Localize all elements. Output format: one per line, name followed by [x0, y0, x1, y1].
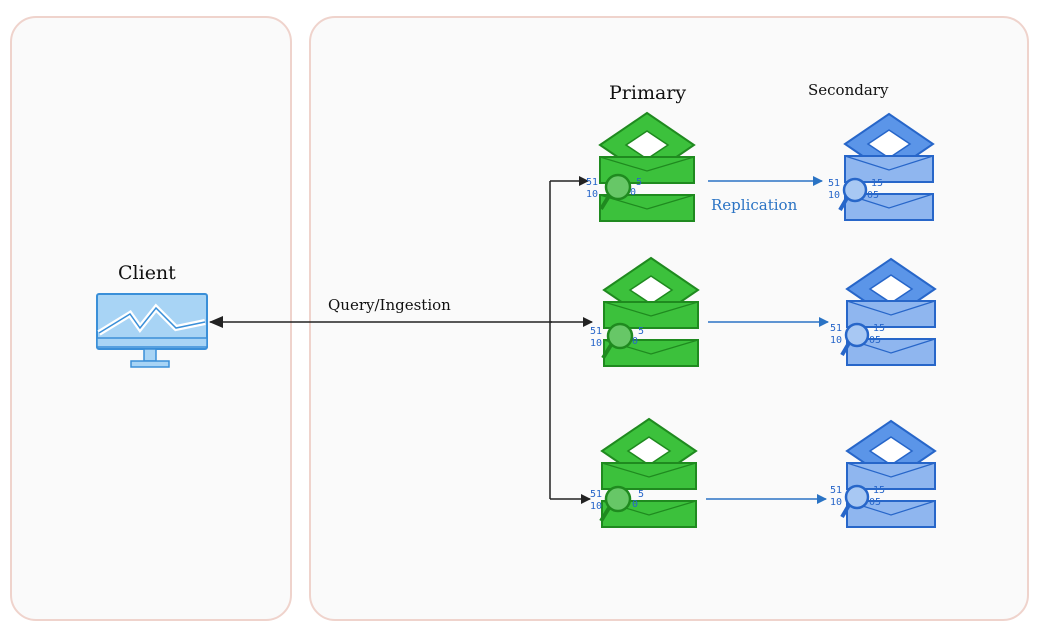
replication-label: Replication	[711, 196, 798, 214]
secondary-node-2: 51 10 15 05	[830, 257, 937, 366]
green-database-icon	[600, 417, 698, 528]
magnifier-icon	[601, 322, 634, 360]
magnifier-icon	[599, 485, 632, 523]
green-database-icon	[598, 111, 696, 222]
magnifier-icon	[840, 322, 870, 357]
svg-text:0: 0	[630, 187, 636, 198]
monitor-icon	[96, 293, 208, 368]
svg-text:10: 10	[828, 190, 840, 201]
svg-text:5: 5	[636, 177, 642, 188]
secondary-node-1: 51 10 15 05	[828, 112, 935, 221]
query-ingestion-label: Query/Ingestion	[328, 296, 451, 314]
replication-arrows	[706, 176, 829, 504]
magnifier-icon	[838, 177, 868, 212]
svg-text:0: 0	[632, 336, 638, 347]
svg-text:5: 5	[638, 326, 644, 337]
primary-label: Primary	[609, 82, 687, 104]
magnifier-icon	[840, 484, 870, 519]
primary-node-2: 51 10 5 0	[590, 256, 700, 367]
svg-text:51: 51	[590, 489, 602, 500]
blue-database-icon	[843, 112, 935, 221]
blue-database-icon	[845, 257, 937, 366]
primary-node-3: 51 10 5 0	[590, 417, 698, 528]
svg-text:51: 51	[830, 485, 842, 496]
svg-text:15: 15	[873, 485, 885, 496]
svg-text:51: 51	[830, 323, 842, 334]
svg-text:10: 10	[590, 501, 602, 512]
svg-text:51: 51	[828, 178, 840, 189]
svg-text:0: 0	[632, 499, 638, 510]
secondary-label: Secondary	[808, 81, 889, 99]
green-database-icon	[602, 256, 700, 367]
primary-node-1: 51 10 5 0	[586, 111, 696, 222]
svg-text:05: 05	[869, 497, 881, 508]
svg-text:05: 05	[867, 190, 879, 201]
svg-text:05: 05	[869, 335, 881, 346]
client-label: Client	[118, 262, 176, 284]
blue-database-icon	[845, 419, 937, 528]
svg-text:5: 5	[638, 489, 644, 500]
magnifier-icon	[599, 173, 632, 211]
secondary-node-3: 51 10 15 05	[830, 419, 937, 528]
query-branch-lines	[549, 176, 593, 504]
svg-text:51: 51	[586, 177, 598, 188]
svg-text:10: 10	[830, 335, 842, 346]
svg-text:10: 10	[830, 497, 842, 508]
svg-text:10: 10	[590, 338, 602, 349]
svg-text:15: 15	[871, 178, 883, 189]
svg-text:51: 51	[590, 326, 602, 337]
svg-text:15: 15	[873, 323, 885, 334]
svg-text:10: 10	[586, 189, 598, 200]
